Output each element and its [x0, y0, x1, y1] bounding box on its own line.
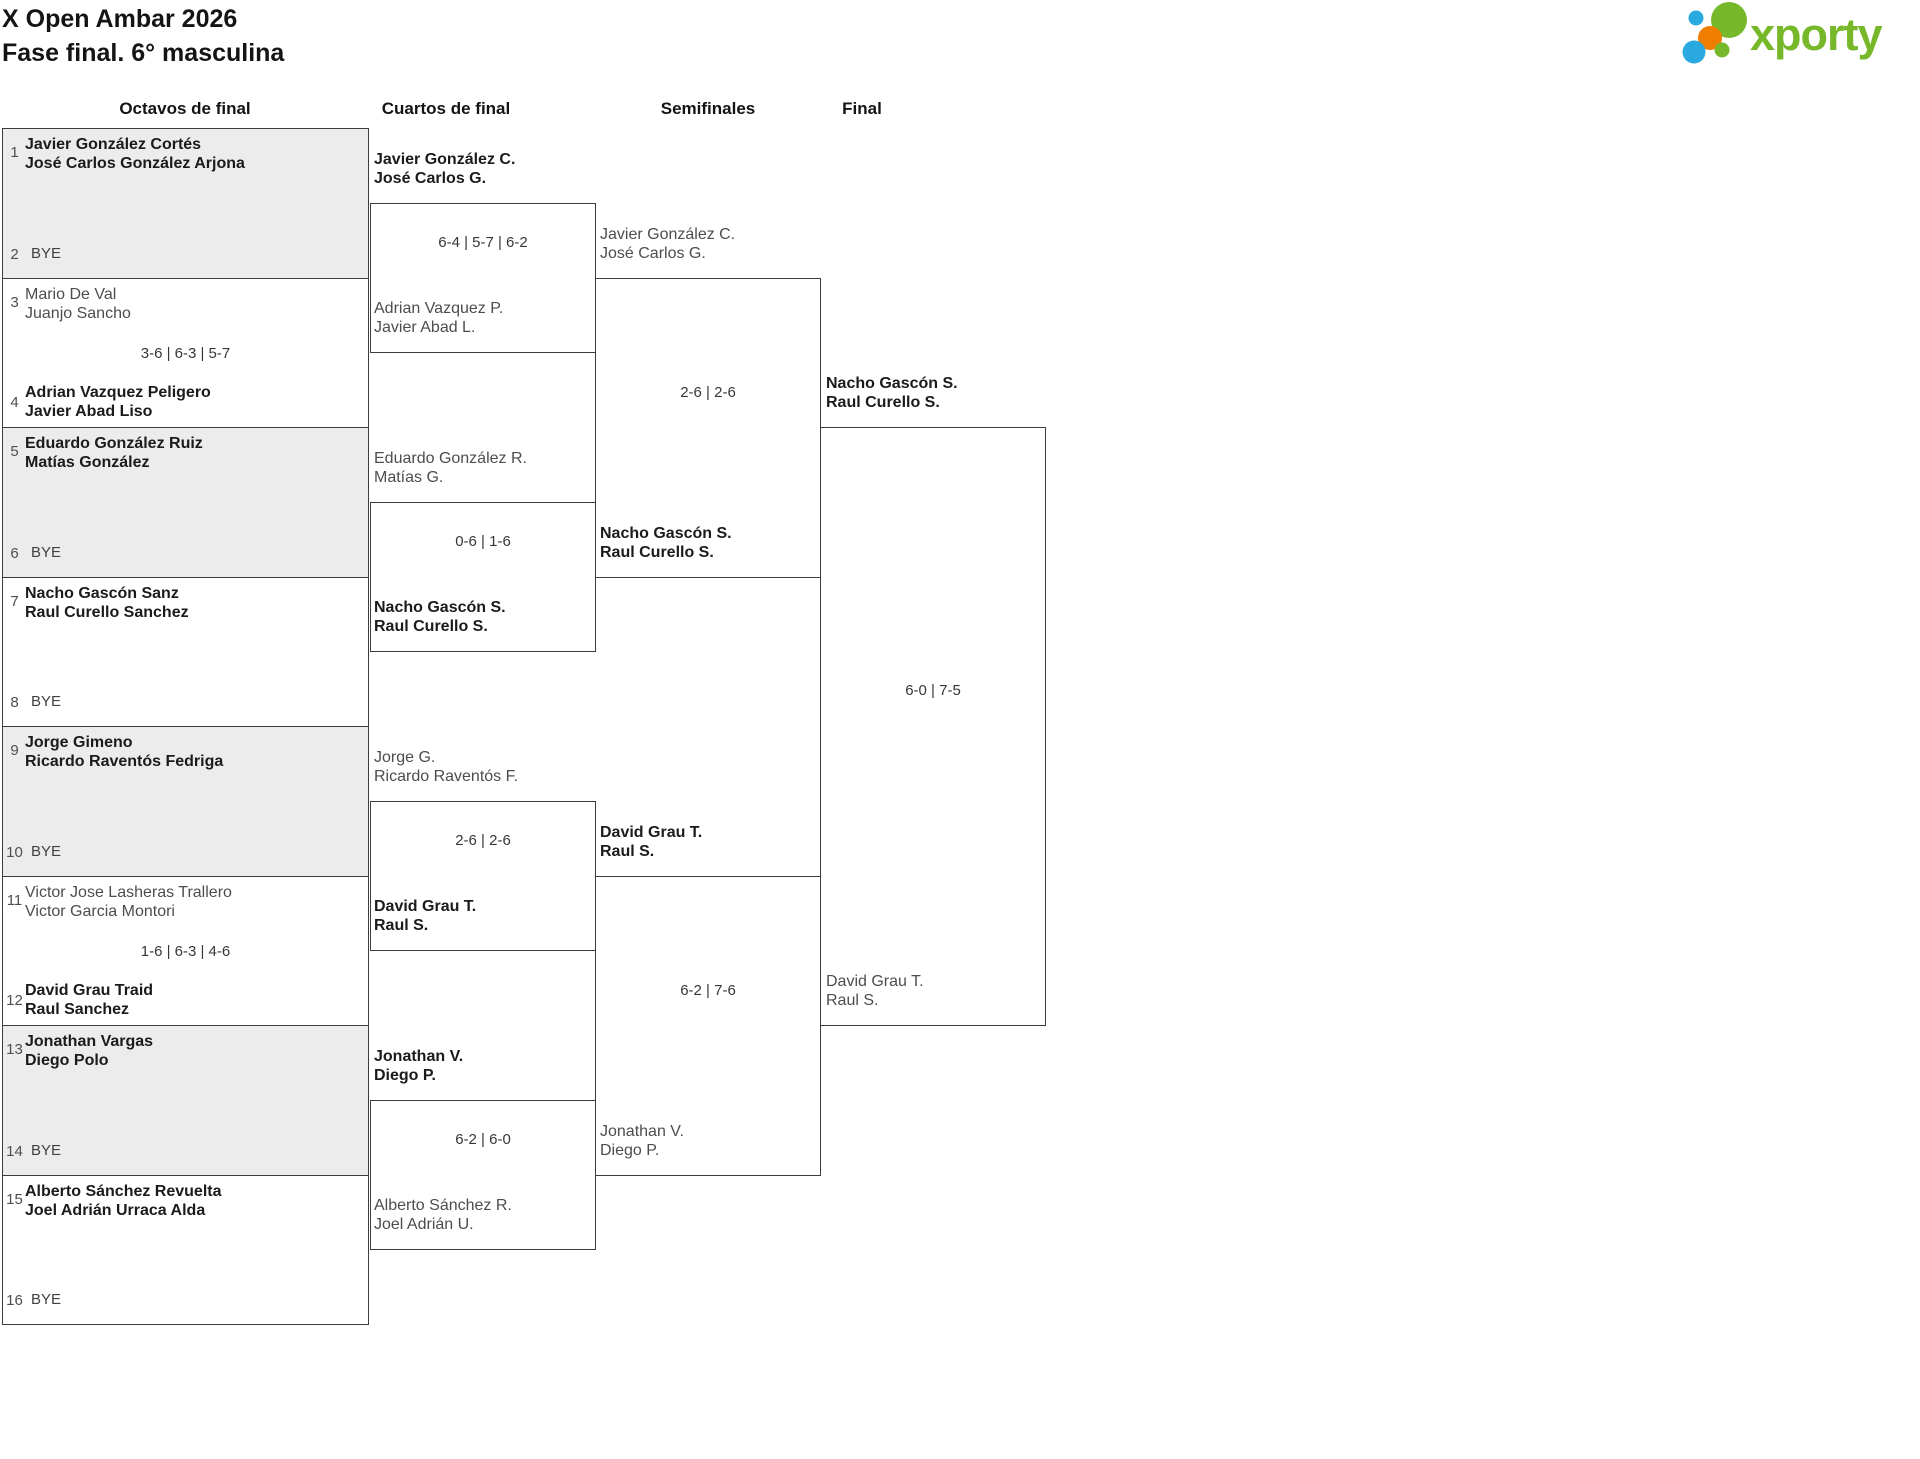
bye-label: BYE [31, 245, 62, 262]
match-r1-6[interactable]: 11 Victor Jose Lasheras Trallero Victor … [2, 876, 369, 1026]
match-r1-8[interactable]: 15 Alberto Sánchez Revuelta Joel Adrián … [2, 1175, 369, 1325]
match-box-final[interactable] [820, 427, 1046, 1026]
seed-number: 7 [10, 593, 19, 610]
match-score: 6-2 | 6-0 [455, 1131, 511, 1148]
match-score: 1-6 | 6-3 | 4-6 [140, 943, 231, 960]
xporty-logo[interactable]: xporty [1678, 0, 1883, 71]
bye-label: BYE [31, 1142, 62, 1159]
round-header-semifinales: Semifinales [660, 99, 756, 118]
seed-number: 6 [10, 545, 19, 562]
team-name: Jonathan V.Diego P. [600, 1123, 684, 1159]
team-name: Alberto Sánchez R.Joel Adrián U. [374, 1197, 512, 1233]
match-r1-4[interactable]: 7 Nacho Gascón Sanz Raul Curello Sanchez… [2, 577, 369, 727]
team-name: David Grau T.Raul S. [600, 824, 703, 860]
team-name: Alberto Sánchez Revuelta Joel Adrián Urr… [25, 1183, 222, 1219]
seed-number: 14 [6, 1143, 23, 1160]
seed-number: 13 [6, 1041, 23, 1058]
team-name: Victor Jose Lasheras Trallero Victor Gar… [25, 884, 232, 920]
seed-number: 9 [10, 742, 19, 759]
seed-number: 3 [10, 294, 19, 311]
team-name: Mario De Val Juanjo Sancho [25, 286, 131, 322]
match-score: 2-6 | 2-6 [455, 832, 511, 849]
team-name: Jonathan V.Diego P. [374, 1048, 464, 1084]
seed-number: 5 [10, 443, 19, 460]
team-name: David Grau T.Raul S. [826, 973, 924, 1009]
team-name: Nacho Gascón S.Raul Curello S. [600, 525, 732, 561]
match-r1-7[interactable]: 13 Jonathan Vargas Diego Polo 14 BYE [2, 1025, 369, 1176]
bye-label: BYE [31, 693, 62, 710]
seed-number: 11 [6, 892, 23, 909]
match-score: 0-6 | 1-6 [455, 533, 511, 550]
round1-column: 1 Javier González Cortés José Carlos Gon… [2, 128, 369, 1325]
match-box-sf2[interactable] [595, 876, 821, 1176]
match-r1-2[interactable]: 3 Mario De Val Juanjo Sancho 3-6 | 6-3 |… [2, 278, 369, 428]
seed-number: 2 [10, 246, 19, 263]
team-name: Nacho Gascón Sanz Raul Curello Sanchez [25, 585, 189, 621]
team-name: Javier González Cortés José Carlos Gonzá… [25, 136, 245, 172]
team-name: Eduardo González Ruiz Matías González [25, 435, 203, 471]
round-header-octavos: Octavos de final [119, 99, 251, 118]
seed-number: 1 [10, 144, 19, 161]
seed-number: 16 [6, 1292, 23, 1309]
team-name: Jorge G.Ricardo Raventós F. [374, 749, 519, 785]
match-r1-5[interactable]: 9 Jorge Gimeno Ricardo Raventós Fedriga … [2, 726, 369, 877]
seed-number: 10 [6, 844, 23, 861]
team-name: Adrian Vazquez P.Javier Abad L. [374, 300, 504, 336]
team-name: Nacho Gascón S.Raul Curello S. [826, 375, 958, 411]
xporty-logo-text: xporty [1750, 9, 1883, 60]
bye-label: BYE [31, 1291, 62, 1308]
team-name: Javier González C.José Carlos G. [600, 226, 736, 262]
bye-label: BYE [31, 843, 62, 860]
match-score: 6-0 | 7-5 [905, 682, 961, 699]
page-subtitle: Fase final. 6° masculina [2, 39, 285, 67]
xporty-logo-dots-icon [1678, 0, 1748, 71]
seed-number: 12 [6, 992, 23, 1009]
match-score: 3-6 | 6-3 | 5-7 [140, 345, 231, 362]
team-name: Jonathan Vargas Diego Polo [25, 1033, 154, 1069]
match-score: 6-4 | 5-7 | 6-2 [438, 234, 528, 251]
match-r1-3[interactable]: 5 Eduardo González Ruiz Matías González … [2, 427, 369, 578]
match-score: 6-2 | 7-6 [680, 982, 736, 999]
team-name: David Grau Traid Raul Sanchez [25, 982, 154, 1018]
team-name: Eduardo González R.Matías G. [374, 450, 527, 486]
round-header-final: Final [842, 99, 882, 118]
seed-number: 8 [10, 694, 19, 711]
team-name: Jorge Gimeno Ricardo Raventós Fedriga [25, 734, 224, 770]
team-name: Javier González C.José Carlos G. [374, 151, 516, 187]
round-header-cuartos: Cuartos de final [381, 99, 511, 118]
page-title: X Open Ambar 2026 [2, 5, 238, 33]
page-title-block: X Open Ambar 2026 Fase final. 6° masculi… [2, 2, 284, 70]
team-name: Adrian Vazquez Peligero Javier Abad Liso [25, 384, 211, 420]
seed-number: 4 [10, 394, 19, 411]
match-score: 2-6 | 2-6 [680, 384, 736, 401]
seed-number: 15 [6, 1191, 23, 1208]
bye-label: BYE [31, 544, 62, 561]
match-r1-1[interactable]: 1 Javier González Cortés José Carlos Gon… [2, 128, 369, 279]
team-name: Nacho Gascón S.Raul Curello S. [374, 599, 506, 635]
team-name: David Grau T.Raul S. [374, 898, 477, 934]
